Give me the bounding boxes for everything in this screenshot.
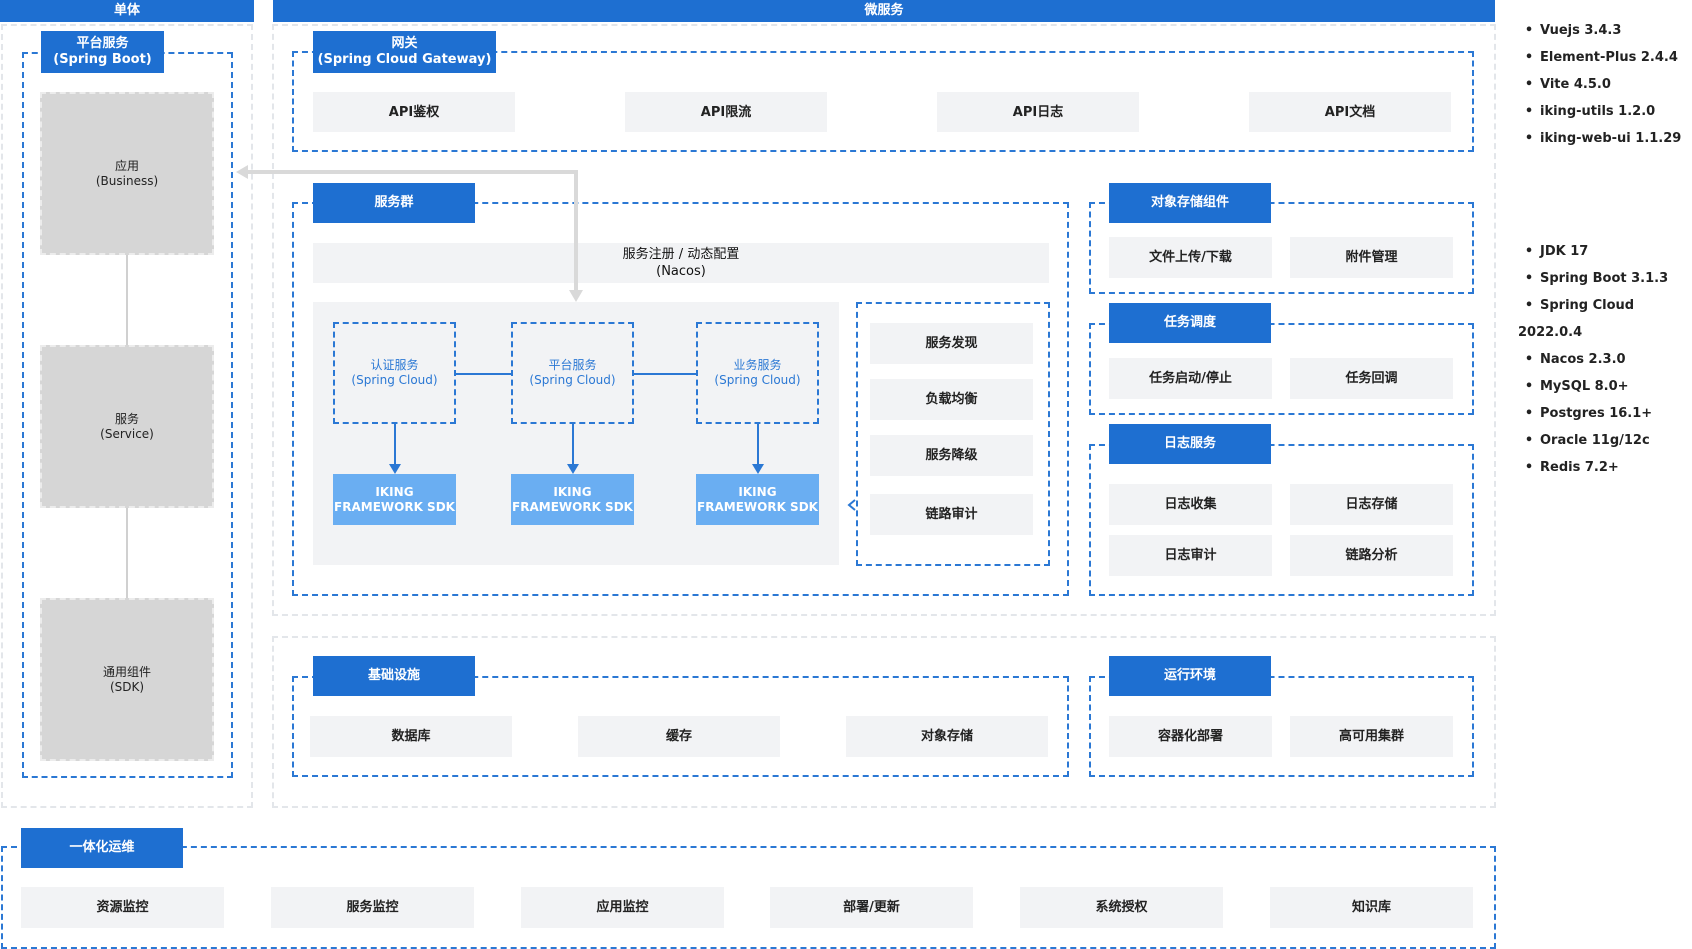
- ops-item: 资源监控: [21, 887, 224, 928]
- backend-stack-item: MySQL 8.0+: [1518, 373, 1692, 400]
- service-connector: [634, 373, 696, 375]
- runtime-item: 容器化部署: [1109, 716, 1272, 757]
- ops-item: 知识库: [1270, 887, 1473, 928]
- layer-connector: [126, 255, 128, 345]
- layer-service: 服务 (Service): [40, 345, 214, 508]
- layer-connector: [126, 508, 128, 598]
- backend-stack-item: Oracle 11g/12c: [1518, 427, 1692, 454]
- service-connector: [456, 373, 511, 375]
- runtime-item: 高可用集群: [1290, 716, 1453, 757]
- frontend-stack-list: Vuejs 3.4.3 Element-Plus 2.4.4 Vite 4.5.…: [1518, 17, 1692, 152]
- log-service-tag: 日志服务: [1109, 424, 1271, 464]
- log-service-item: 日志审计: [1109, 535, 1272, 576]
- platform-service-tag: 平台服务 (Spring Boot): [41, 31, 164, 73]
- infrastructure-item: 缓存: [578, 716, 780, 757]
- ops-item: 应用监控: [521, 887, 724, 928]
- object-storage-item: 附件管理: [1290, 237, 1453, 278]
- task-scheduling-item: 任务回调: [1290, 358, 1453, 399]
- sdk-box: IKING FRAMEWORK SDK: [511, 474, 634, 525]
- monolith-panel: [1, 24, 253, 808]
- feature-item: 服务发现: [870, 323, 1033, 364]
- infrastructure-item: 对象存储: [846, 716, 1048, 757]
- sdk-arrow: [394, 424, 396, 466]
- gateway-item: API鉴权: [313, 92, 515, 132]
- service-group-tag: 服务群: [313, 183, 475, 223]
- infrastructure-box: [292, 676, 1069, 777]
- frontend-stack-item: Element-Plus 2.4.4: [1518, 44, 1692, 71]
- log-service-item: 链路分析: [1290, 535, 1453, 576]
- backend-stack-item: JDK 17: [1518, 238, 1692, 265]
- ops-item: 部署/更新: [770, 887, 973, 928]
- layer-business: 应用 (Business): [40, 92, 214, 255]
- microservices-header: 微服务: [273, 0, 1495, 22]
- frontend-stack-item: iking-utils 1.2.0: [1518, 98, 1692, 125]
- business-service: 业务服务 (Spring Cloud): [696, 322, 819, 424]
- backend-stack-item: Postgres 16.1+: [1518, 400, 1692, 427]
- sdk-box: IKING FRAMEWORK SDK: [333, 474, 456, 525]
- service-registry: 服务注册 / 动态配置 (Nacos): [313, 243, 1049, 283]
- infrastructure-item: 数据库: [310, 716, 512, 757]
- runtime-box: [1089, 676, 1474, 777]
- frontend-stack-item: iking-web-ui 1.1.29: [1518, 125, 1692, 152]
- auth-service: 认证服务 (Spring Cloud): [333, 322, 456, 424]
- backend-stack-item: Nacos 2.3.0: [1518, 346, 1692, 373]
- backend-stack-item: Spring Boot 3.1.3: [1518, 265, 1692, 292]
- gateway-item: API日志: [937, 92, 1139, 132]
- backend-stack-list: JDK 17 Spring Boot 3.1.3 Spring Cloud 20…: [1518, 238, 1692, 481]
- sdk-box: IKING FRAMEWORK SDK: [696, 474, 819, 525]
- gateway-box: [292, 51, 1474, 152]
- object-storage-box: [1089, 202, 1474, 294]
- log-service-item: 日志收集: [1109, 484, 1272, 525]
- feature-item: 服务降级: [870, 435, 1033, 476]
- object-storage-item: 文件上传/下载: [1109, 237, 1272, 278]
- ops-item: 服务监控: [271, 887, 474, 928]
- task-scheduling-item: 任务启动/停止: [1109, 358, 1272, 399]
- microservices-panel-top: [272, 24, 1496, 616]
- log-service-box: [1089, 444, 1474, 596]
- gateway-item: API限流: [625, 92, 827, 132]
- sdk-arrow: [757, 424, 759, 466]
- log-service-item: 日志存储: [1290, 484, 1453, 525]
- microservices-panel-bottom: [272, 636, 1496, 808]
- monolith-header: 单体: [0, 0, 254, 22]
- task-scheduling-box: [1089, 323, 1474, 415]
- task-scheduling-tag: 任务调度: [1109, 303, 1271, 343]
- frontend-stack-item: Vite 4.5.0: [1518, 71, 1692, 98]
- object-storage-tag: 对象存储组件: [1109, 183, 1271, 223]
- platform-service: 平台服务 (Spring Cloud): [511, 322, 634, 424]
- sdk-arrow: [572, 424, 574, 466]
- infrastructure-tag: 基础设施: [313, 656, 475, 696]
- frontend-stack-item: Vuejs 3.4.3: [1518, 17, 1692, 44]
- feature-item: 链路审计: [870, 494, 1033, 535]
- layer-sdk: 通用组件 (SDK): [40, 598, 214, 761]
- feature-item: 负载均衡: [870, 379, 1033, 420]
- runtime-tag: 运行环境: [1109, 656, 1271, 696]
- service-features-box: [856, 302, 1050, 566]
- gateway-item: API文档: [1249, 92, 1451, 132]
- backend-stack-item: Spring Cloud 2022.0.4: [1518, 292, 1692, 346]
- backend-stack-item: Redis 7.2+: [1518, 454, 1692, 481]
- ops-tag: 一体化运维: [21, 828, 183, 868]
- gateway-tag: 网关 (Spring Cloud Gateway): [313, 31, 496, 73]
- service-group-box: [292, 202, 1069, 596]
- ops-item: 系统授权: [1020, 887, 1223, 928]
